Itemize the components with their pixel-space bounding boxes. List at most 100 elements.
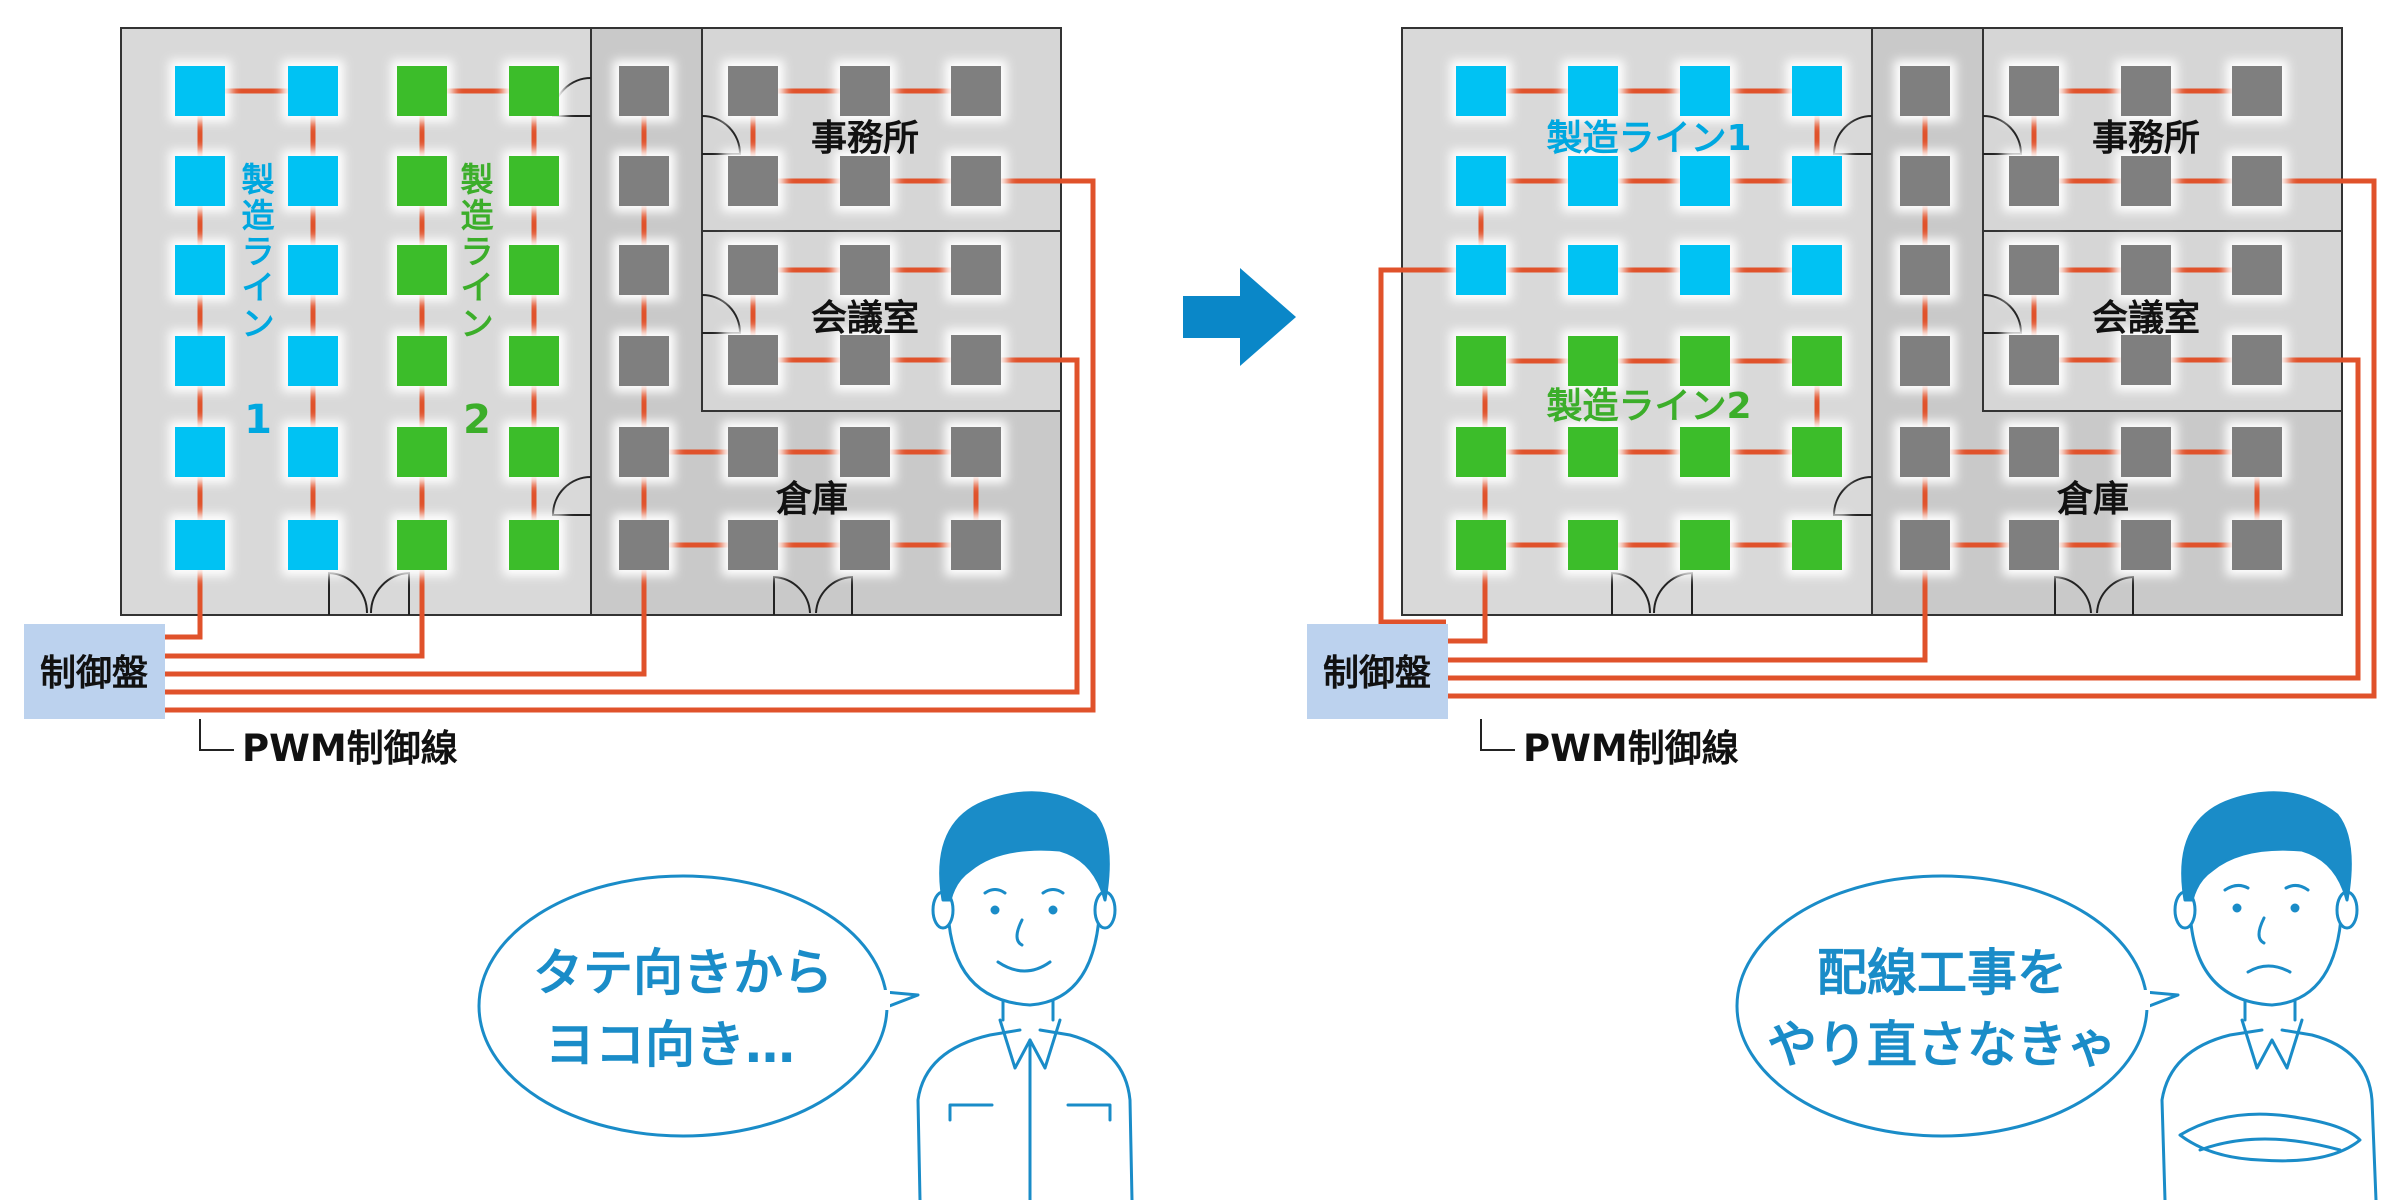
line2-lamp bbox=[509, 520, 559, 570]
before-office-label: 事務所 bbox=[811, 118, 919, 159]
corridor-lamp bbox=[619, 336, 669, 386]
before-wire-label: PWM制御線 bbox=[242, 727, 458, 770]
before-line2-label: 製造ライン bbox=[461, 160, 494, 343]
corridor-lamp bbox=[619, 156, 669, 206]
warehouse-lamp bbox=[951, 427, 1001, 477]
office-lamp bbox=[2009, 66, 2059, 116]
speech-tail bbox=[2143, 990, 2180, 1010]
speech-tail-mask bbox=[870, 990, 890, 1010]
line1-lamp bbox=[1456, 245, 1506, 295]
line1-lamp bbox=[1568, 66, 1618, 116]
line1-lamp bbox=[1680, 245, 1730, 295]
warehouse-lamp bbox=[2009, 427, 2059, 477]
crossed-arms bbox=[2178, 1112, 2362, 1163]
eye-left bbox=[990, 905, 1000, 915]
after-meeting-label: 会議室 bbox=[2092, 298, 2200, 339]
meeting-lamp bbox=[840, 245, 890, 295]
face-outline bbox=[2188, 893, 2344, 1007]
office-lamp bbox=[840, 66, 890, 116]
warehouse-lamp bbox=[619, 520, 669, 570]
wire-line1 bbox=[1478, 88, 1820, 273]
wire-meeting-feed bbox=[165, 357, 1080, 695]
line2-lamp bbox=[1568, 520, 1618, 570]
line1-lamp bbox=[1568, 245, 1618, 295]
door-icon bbox=[815, 575, 853, 615]
line1-lamp bbox=[175, 156, 225, 206]
meeting-lamp bbox=[840, 335, 890, 385]
wire-line2-feed bbox=[165, 545, 425, 659]
warehouse-lamp bbox=[840, 520, 890, 570]
warehouse-lamp bbox=[728, 520, 778, 570]
line2-lamp bbox=[397, 520, 447, 570]
vertical-label-char: ン bbox=[461, 304, 494, 343]
vertical-label-char: イ bbox=[461, 268, 494, 307]
line2-lamp bbox=[1680, 336, 1730, 386]
transition-arrow-icon bbox=[1183, 268, 1296, 366]
meeting-lamp bbox=[2009, 245, 2059, 295]
warehouse-lamp bbox=[840, 427, 890, 477]
wire-line2-feed bbox=[1446, 545, 1488, 644]
office-lamp bbox=[840, 156, 890, 206]
line2-lamp bbox=[397, 245, 447, 295]
line2-lamp bbox=[1456, 520, 1506, 570]
warehouse-lamp bbox=[2009, 520, 2059, 570]
worried-eyebrows bbox=[2223, 883, 2310, 892]
office-lamp bbox=[951, 66, 1001, 116]
office-lamp bbox=[2232, 66, 2282, 116]
worried-worker-illustration bbox=[2160, 791, 2378, 1200]
meeting-lamp bbox=[2232, 245, 2282, 295]
left-speech-bubble: タテ向きから ヨコ向き… bbox=[477, 874, 920, 1138]
wire-warehouse-feed bbox=[165, 545, 647, 677]
line1-lamp bbox=[1456, 156, 1506, 206]
line2-lamp bbox=[1568, 427, 1618, 477]
corridor-lamp bbox=[619, 245, 669, 295]
line1-lamp bbox=[1568, 156, 1618, 206]
speech-ellipse bbox=[1735, 874, 2149, 1138]
line2-lamp bbox=[1456, 336, 1506, 386]
line2-lamp bbox=[397, 427, 447, 477]
after-warehouse-label: 倉庫 bbox=[2056, 479, 2129, 520]
body-outline bbox=[2160, 1028, 2378, 1200]
door-icon bbox=[2054, 575, 2092, 615]
before-line1-num: 1 bbox=[244, 397, 272, 443]
before-callout-line bbox=[199, 719, 234, 751]
vertical-label-char: イ bbox=[242, 268, 275, 307]
line1-lamp bbox=[175, 336, 225, 386]
vertical-label-char: ラ bbox=[461, 232, 494, 271]
speech-right-line2: やり直さなきゃ bbox=[1767, 1016, 2117, 1074]
line1-lamp bbox=[1680, 156, 1730, 206]
line2-lamp bbox=[509, 66, 559, 116]
corridor-lamp bbox=[1900, 336, 1950, 386]
line2-lamp bbox=[509, 427, 559, 477]
office-lamp bbox=[2121, 156, 2171, 206]
line2-lamp bbox=[397, 66, 447, 116]
line2-lamp bbox=[509, 336, 559, 386]
speech-tail bbox=[883, 990, 920, 1010]
line1-lamp bbox=[175, 66, 225, 116]
line2-lamp bbox=[1792, 520, 1842, 570]
wire-warehouse-feed bbox=[1446, 545, 1928, 663]
office-lamp bbox=[951, 156, 1001, 206]
meeting-lamp bbox=[728, 245, 778, 295]
vertical-label-char: 製 bbox=[461, 160, 494, 199]
line2-lamp bbox=[509, 156, 559, 206]
before-control-panel-label: 制御盤 bbox=[40, 653, 148, 694]
warehouse-lamp bbox=[2121, 427, 2171, 477]
eye-left bbox=[2232, 903, 2242, 913]
meeting-lamp bbox=[2121, 245, 2171, 295]
door-icon bbox=[551, 476, 592, 516]
wire-line1-feed bbox=[1378, 267, 1481, 625]
wire-office-feed bbox=[165, 178, 1096, 713]
speech-tail-mask bbox=[2130, 990, 2150, 1010]
line2-lamp bbox=[1792, 427, 1842, 477]
speech-left-line1: タテ向きから bbox=[533, 944, 833, 1002]
before-control-panel bbox=[24, 624, 165, 719]
office-lamp bbox=[728, 156, 778, 206]
after-line1-label: 製造ライン1 bbox=[1546, 118, 1751, 159]
warehouse-lamp bbox=[2121, 520, 2171, 570]
line1-lamp bbox=[175, 427, 225, 477]
before-line1-label: 製造ライン bbox=[242, 160, 275, 343]
before-lamps bbox=[169, 60, 1007, 576]
smiling-worker-illustration bbox=[916, 791, 1134, 1200]
